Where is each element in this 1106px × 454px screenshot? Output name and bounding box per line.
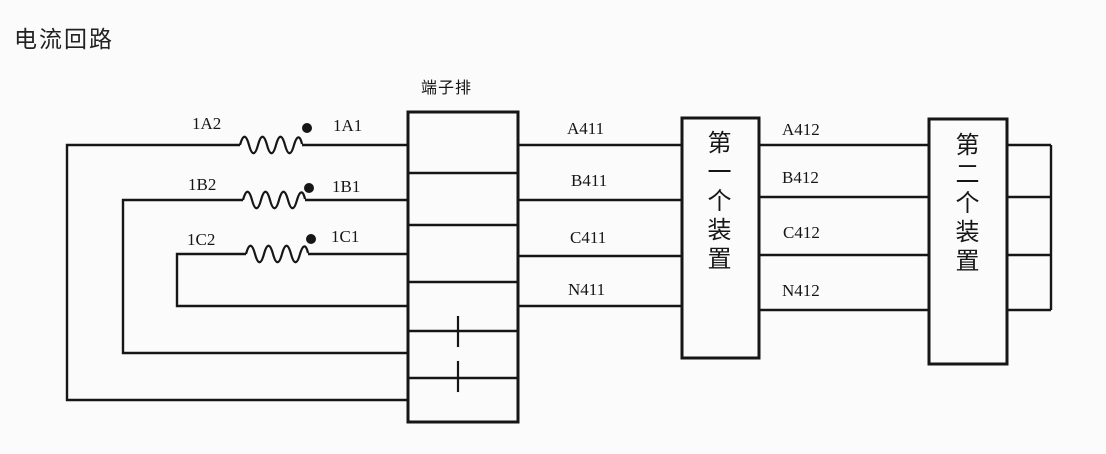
device1-label: 第一个装置 bbox=[703, 130, 730, 275]
wire-label-1b1: 1B1 bbox=[332, 177, 361, 196]
wires-device1-to-device2 bbox=[759, 143, 929, 312]
device2-box bbox=[927, 117, 1009, 366]
wire-label-a411: A411 bbox=[567, 119, 605, 138]
ct-winding-a bbox=[238, 135, 304, 155]
wire-label-n412: N412 bbox=[782, 281, 820, 300]
wire-label-b412: B412 bbox=[782, 168, 819, 187]
wire-label-1c1: 1C1 bbox=[331, 227, 360, 246]
terminal-block bbox=[406, 110, 520, 424]
wire-label-n411: N411 bbox=[568, 280, 606, 299]
phase-a-wiring bbox=[65, 123, 408, 402]
terminal-block-label: 端子排 bbox=[421, 80, 473, 97]
phase-c-wiring bbox=[175, 234, 408, 308]
wire-label-c412: C412 bbox=[783, 223, 820, 242]
wire-label-a412: A412 bbox=[782, 120, 820, 139]
device2-label: 第二个装置 bbox=[951, 132, 978, 277]
wire-label-1a1: 1A1 bbox=[333, 116, 363, 135]
ct-winding-b bbox=[241, 190, 307, 210]
wires-block-to-device1 bbox=[518, 143, 682, 308]
wire-label-c411: C411 bbox=[570, 228, 607, 247]
polarity-dot-a bbox=[302, 123, 312, 133]
phase-b-wiring bbox=[121, 183, 408, 355]
wire-label-b411: B411 bbox=[571, 171, 608, 190]
diagram-title: 电流回路 bbox=[14, 26, 114, 52]
link-terminal-3 bbox=[451, 392, 465, 406]
device2-right-bus bbox=[1007, 143, 1053, 312]
wire-label-1b2: 1B2 bbox=[188, 175, 217, 194]
link-terminal-1 bbox=[451, 302, 465, 316]
wire-label-1a2: 1A2 bbox=[192, 114, 222, 133]
ct-winding-c bbox=[244, 244, 310, 264]
device1-box bbox=[680, 116, 761, 360]
wire-label-1c2: 1C2 bbox=[187, 230, 216, 249]
polarity-dot-c bbox=[306, 234, 316, 244]
link-terminal-2 bbox=[451, 347, 465, 361]
polarity-dot-b bbox=[304, 183, 314, 193]
